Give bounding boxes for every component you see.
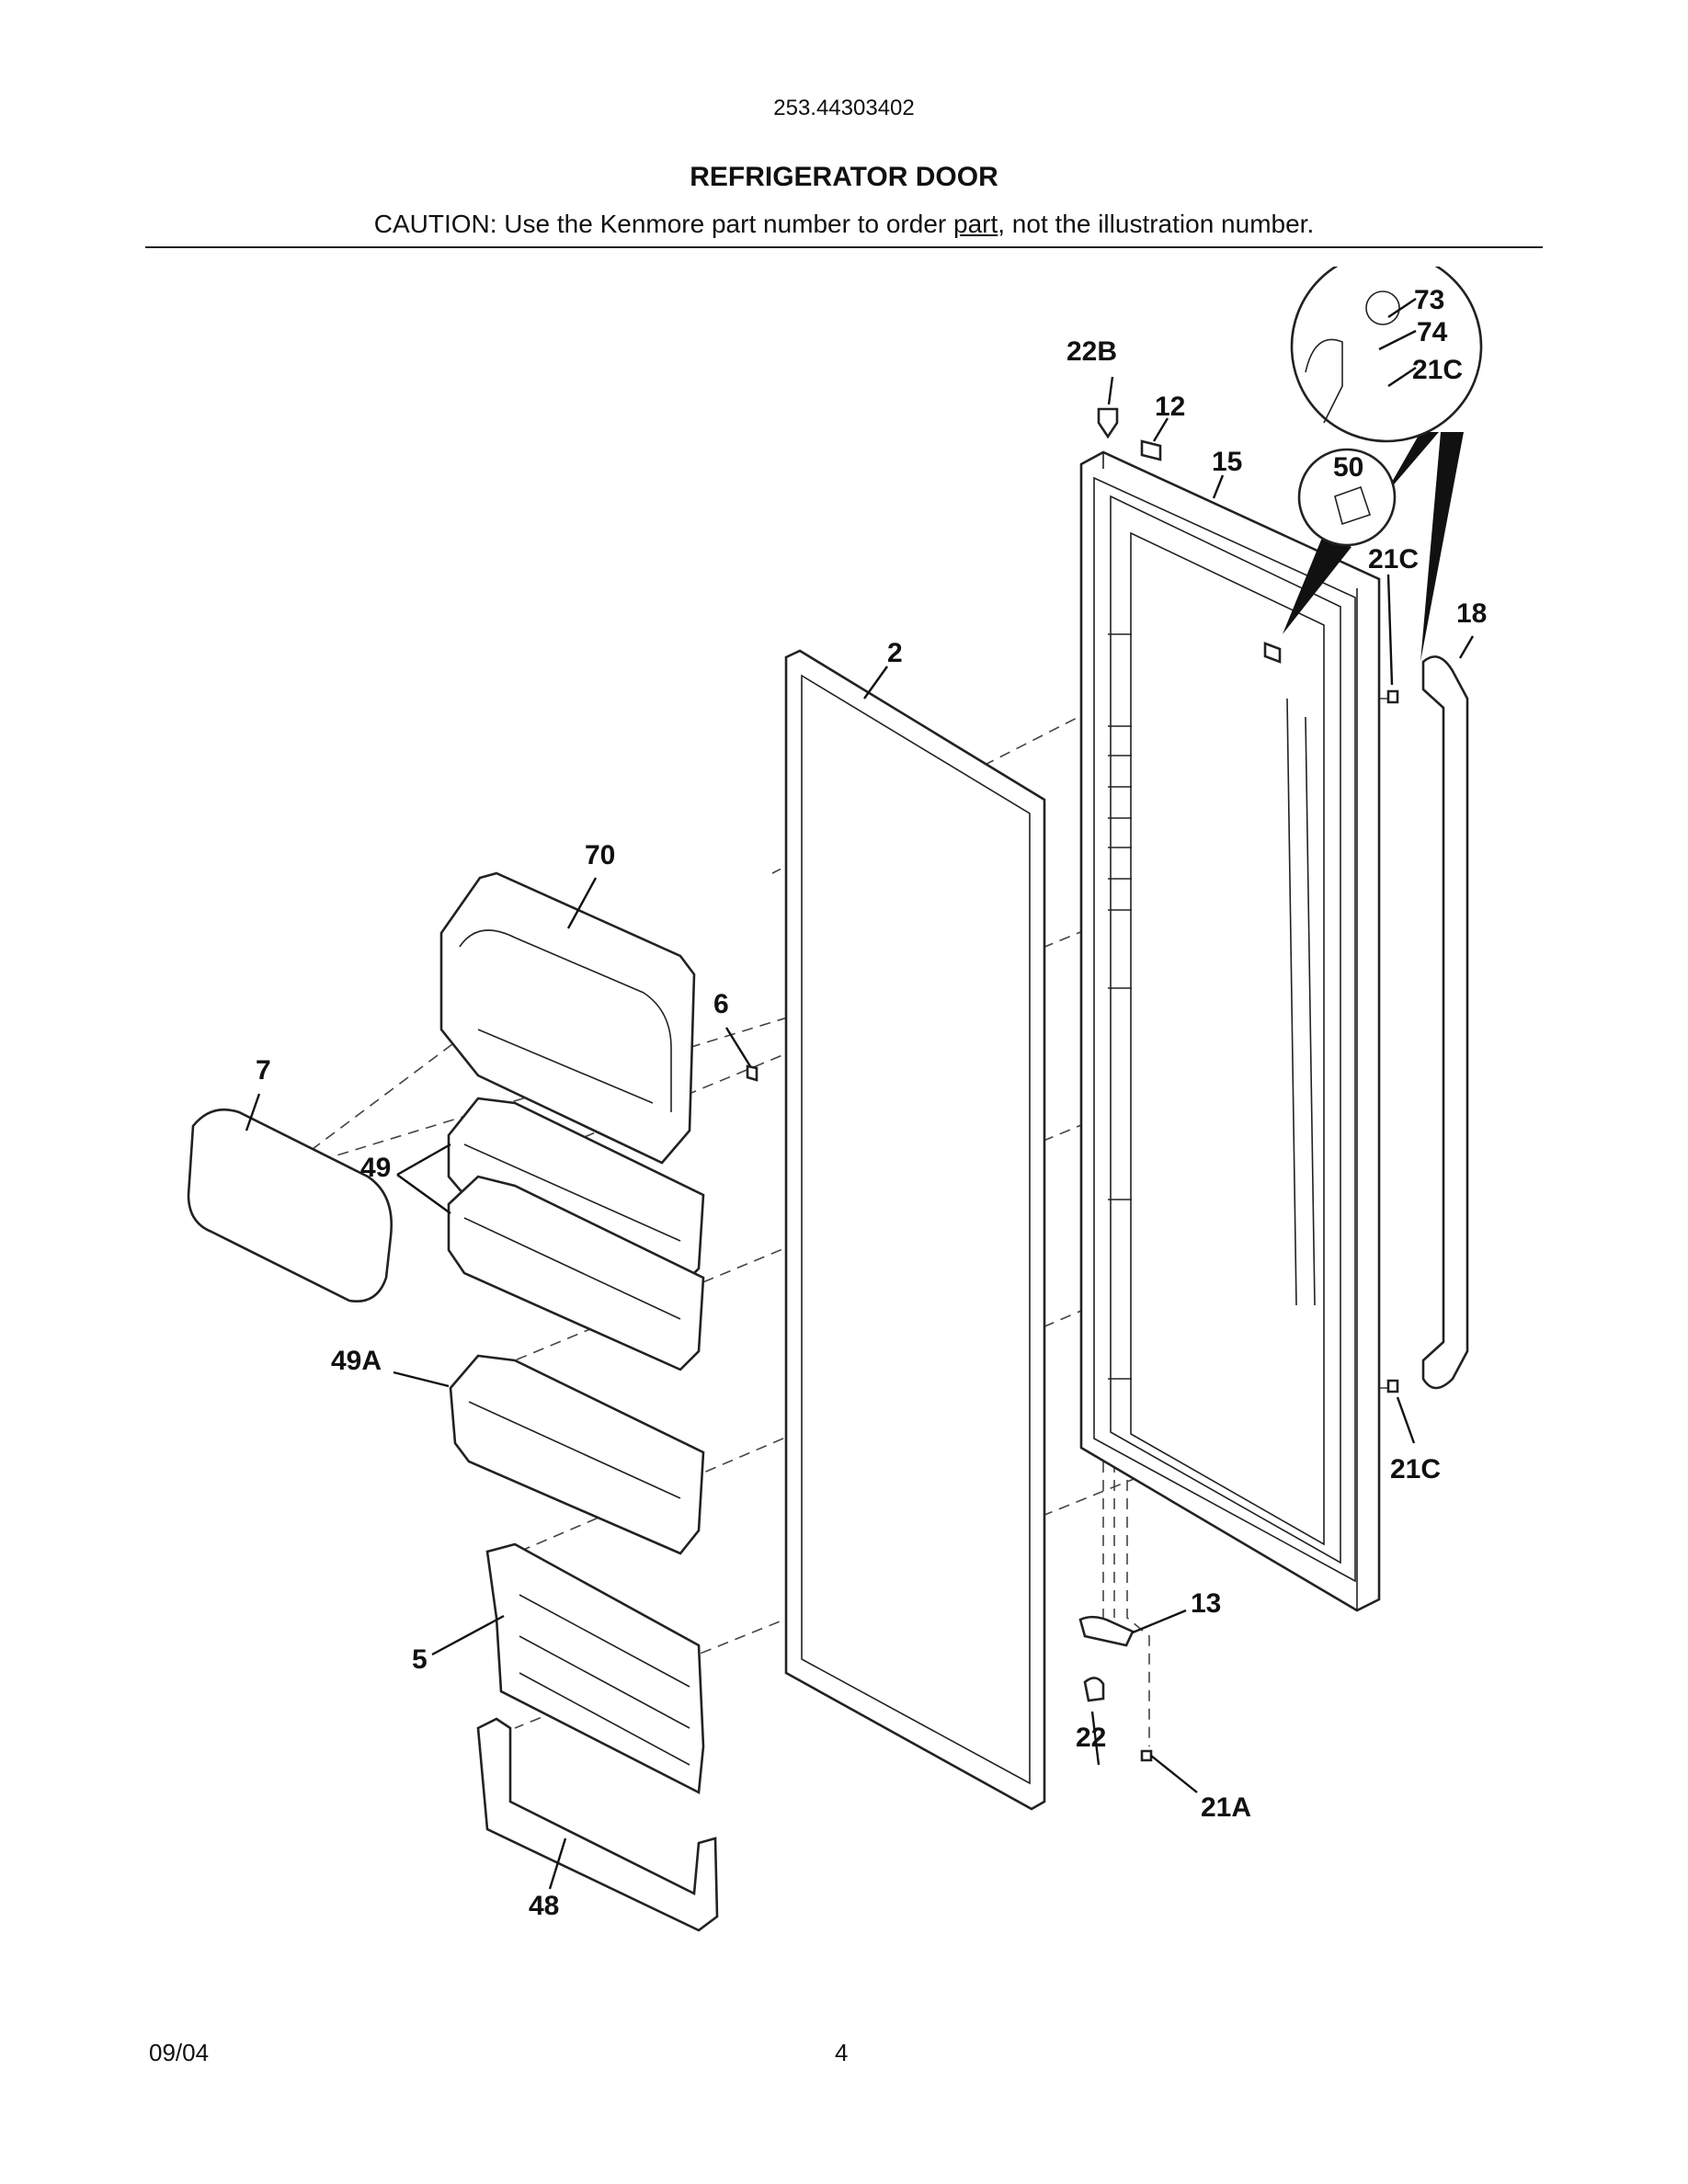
caution-suffix: , not the illustration number. — [998, 210, 1315, 238]
callout-7: 7 — [256, 1055, 271, 1086]
header-rule — [145, 246, 1543, 248]
door-shell — [1079, 450, 1381, 1612]
callout-labels: 73 74 21C 22B 12 15 50 21C 18 2 70 6 7 4… — [256, 285, 1487, 1921]
screw-21a — [1140, 1749, 1153, 1762]
callout-73: 73 — [1414, 285, 1444, 315]
callout-22: 22 — [1076, 1723, 1106, 1753]
door-gasket — [784, 649, 1046, 1811]
door-rail — [476, 1717, 719, 1932]
callout-70: 70 — [585, 840, 615, 870]
callout-13: 13 — [1191, 1588, 1221, 1619]
detail-73-74-21c — [1290, 267, 1483, 662]
door-shelf-pegs — [1108, 633, 1132, 1380]
callout-49a: 49A — [331, 1346, 382, 1376]
door-handle — [1421, 655, 1469, 1390]
dairy-compartment — [439, 871, 696, 1165]
detail-50 — [1283, 448, 1397, 634]
hinge-13 — [1078, 1615, 1135, 1647]
callout-22b: 22B — [1066, 336, 1117, 367]
dairy-door — [187, 1108, 393, 1303]
caution-underlined: part — [953, 210, 998, 238]
footer-page-number: 4 — [835, 2039, 849, 2066]
callout-49: 49 — [360, 1153, 391, 1183]
model-number: 253.44303402 — [773, 96, 915, 120]
footer-date: 09/04 — [149, 2039, 210, 2066]
door-bins — [447, 1097, 705, 1371]
callout-15: 15 — [1212, 447, 1242, 477]
bracket-50 — [1263, 642, 1282, 664]
callout-6: 6 — [713, 989, 729, 1019]
callout-21c-upper: 21C — [1368, 544, 1419, 574]
small-parts — [746, 407, 1399, 1762]
callout-74: 74 — [1417, 317, 1448, 347]
callout-48: 48 — [529, 1891, 559, 1921]
callout-50: 50 — [1333, 452, 1363, 483]
callout-18: 18 — [1456, 598, 1487, 629]
caution-prefix: CAUTION: Use the Kenmore part number to … — [373, 210, 953, 238]
page-title: REFRIGERATOR DOOR — [690, 162, 998, 192]
exploded-parts-diagram: 73 74 21C 22B 12 15 50 21C 18 2 70 6 7 4… — [187, 267, 1487, 1932]
screw-21c-top — [1386, 689, 1399, 704]
bushing-22 — [1083, 1677, 1105, 1702]
cap-22b — [1097, 407, 1119, 439]
callout-21c-detail: 21C — [1412, 355, 1463, 385]
clip-6 — [746, 1064, 758, 1082]
callout-5: 5 — [412, 1644, 428, 1675]
door-bin-49a — [449, 1354, 705, 1555]
callout-12: 12 — [1155, 392, 1185, 422]
callout-2: 2 — [887, 638, 903, 668]
caution-note: CAUTION: Use the Kenmore part number to … — [0, 210, 1688, 239]
callout-21c-lower: 21C — [1390, 1454, 1441, 1484]
screw-21c-bottom — [1386, 1379, 1399, 1393]
door-shelf — [485, 1542, 705, 1795]
leader-lines — [245, 298, 1475, 1890]
callout-21a: 21A — [1201, 1792, 1251, 1823]
label-12 — [1140, 439, 1162, 461]
